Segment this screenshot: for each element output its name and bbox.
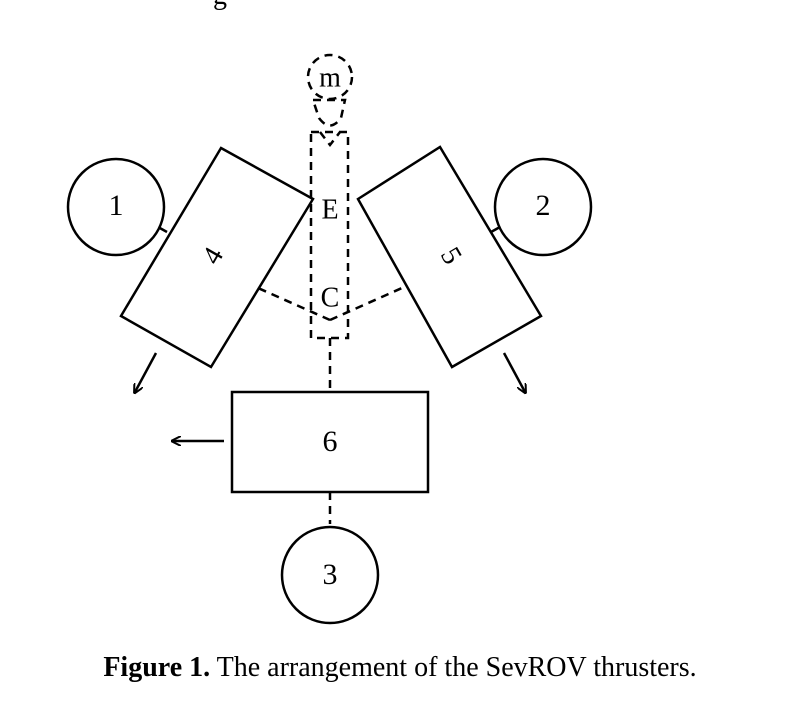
thruster-2: 2 xyxy=(493,157,593,257)
cropped-letter: g xyxy=(213,0,227,12)
thruster-4: 4 xyxy=(119,146,315,369)
point-m-label: m xyxy=(319,62,341,93)
thruster-6-label: 6 xyxy=(323,425,338,458)
thruster-5: 5 xyxy=(356,145,543,369)
thruster-2-label: 2 xyxy=(536,189,551,222)
mass-shadow xyxy=(311,98,347,127)
thruster-6-body xyxy=(230,390,430,494)
thruster-1-circle xyxy=(66,157,166,257)
thruster-5-body xyxy=(356,145,543,369)
thruster-1-label: 1 xyxy=(109,189,124,222)
point-c-label-bg xyxy=(318,285,342,313)
figure-caption-text: The arrangement of the SevROV thrusters. xyxy=(210,652,697,683)
thrust-arrows xyxy=(135,352,525,441)
point-e-label-bg xyxy=(318,196,342,226)
thruster-1: 1 xyxy=(66,157,166,257)
thruster-3-circle xyxy=(280,525,380,625)
thruster-3-label: 3 xyxy=(323,558,338,591)
thruster-6: 6 xyxy=(230,390,430,494)
thrust-arrow-4 xyxy=(135,352,158,392)
thruster-diagram: 4 5 1 2 6 3 m E C xyxy=(66,53,593,625)
thruster-2-circle xyxy=(493,157,593,257)
point-c-label: C xyxy=(321,282,340,313)
point-e-label: E xyxy=(321,194,338,225)
mass-link xyxy=(319,131,341,148)
center-dashed-rectangle xyxy=(309,130,350,340)
figure-caption-label: Figure 1. xyxy=(103,652,211,683)
thrust-arrow-5 xyxy=(502,352,525,392)
center-body xyxy=(257,53,403,524)
figure-caption: Figure 1. The arrangement of the SevROV … xyxy=(0,652,800,684)
thruster-3: 3 xyxy=(280,525,380,625)
cropped-top-text: g xyxy=(0,0,800,20)
thruster-4-body xyxy=(119,146,315,369)
